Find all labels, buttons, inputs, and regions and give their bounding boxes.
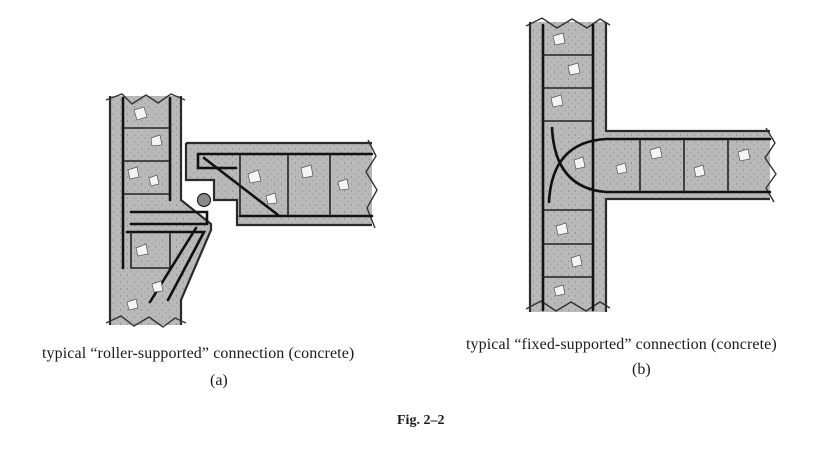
beam-a [184,139,378,229]
roller-icon [196,192,212,208]
caption-fixed-connection: typical “fixed-supported” connection (co… [466,336,777,353]
fixed-joint-reinforcement [541,23,772,312]
column-and-beam-b [530,22,770,312]
roller-connection-diagram [105,93,378,328]
column-a-reinforcement [121,96,209,304]
column-b-top-break [525,17,611,29]
beam-b-break [764,127,777,203]
caption-roller-connection: typical “roller-supported” connection (c… [42,345,355,362]
beam-a-reinforcement [196,152,374,218]
panel-label-b: (b) [632,361,651,378]
fixed-connection-diagram [525,17,777,312]
panel-label-a: (a) [210,372,228,389]
aggregate-a [126,106,350,311]
column-b-bottom-break [525,300,611,312]
aggregate-b [550,32,751,297]
figure-label: Fig. 2–2 [397,413,445,428]
